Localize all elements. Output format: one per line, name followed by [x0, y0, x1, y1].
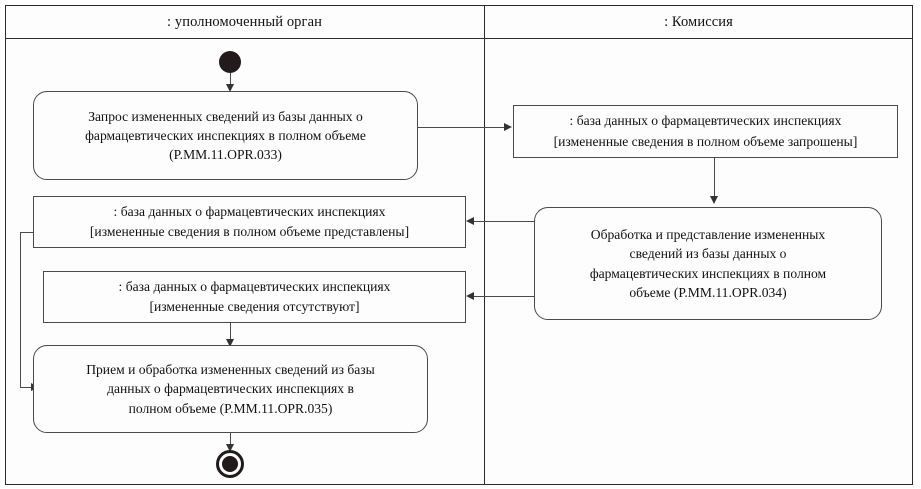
object-requested-state: [измененные сведения в полном объеме зап…	[553, 133, 858, 149]
object-absent-state: [измененные сведения отсутствуют]	[149, 299, 360, 314]
activity-request-line-1: Запрос измененных сведений из базы данны…	[88, 108, 363, 124]
arrowhead-left-icon	[466, 216, 474, 225]
swimlane-title-authority: : уполномоченный орган	[167, 14, 322, 30]
flow-presented-loop-segment-bottom	[20, 387, 33, 388]
flow-process-to-object-absent	[474, 296, 534, 297]
arrowhead-down-icon	[225, 339, 234, 347]
flow-object-requested-to-process	[714, 158, 715, 197]
object-absent-title: : база данных о фармацевтических инспекц…	[118, 278, 391, 294]
activity-process-line-4: объеме (P.MM.11.OPR.034)	[629, 284, 787, 300]
activity-receive-line-3: полном объеме (P.MM.11.OPR.035)	[128, 400, 333, 416]
activity-receive-and-process[interactable]: Прием и обработка измененных сведений из…	[33, 345, 428, 433]
activity-request-line-2: фармацевтических инспекциях в полном объ…	[85, 127, 366, 143]
swimlane-header-separator	[5, 38, 913, 39]
flow-presented-loop-segment-vertical	[20, 232, 21, 387]
object-node-data-presented[interactable]: : база данных о фармацевтических инспекц…	[33, 196, 466, 248]
flow-request-to-object-requested	[418, 127, 506, 128]
object-requested-title: : база данных о фармацевтических инспекц…	[569, 113, 842, 129]
activity-receive-line-1: Прием и обработка измененных сведений из…	[86, 362, 375, 378]
activity-request-changed-data[interactable]: Запрос измененных сведений из базы данны…	[33, 91, 418, 180]
flow-presented-loop-segment-top	[20, 232, 33, 233]
flow-receive-to-final	[230, 433, 231, 447]
arrowhead-down-icon	[709, 196, 718, 204]
object-node-data-requested[interactable]: : база данных о фармацевтических инспекц…	[513, 105, 898, 158]
flow-process-to-object-presented	[474, 221, 534, 222]
activity-request-line-3: (P.MM.11.OPR.033)	[169, 147, 282, 163]
object-node-data-absent[interactable]: : база данных о фармацевтических инспекц…	[43, 271, 466, 323]
object-presented-title: : база данных о фармацевтических инспекц…	[113, 203, 386, 219]
activity-process-line-3: фармацевтических инспекциях в полном	[589, 265, 827, 281]
activity-process-line-1: Обработка и представление измененных	[590, 226, 826, 242]
activity-process-and-present[interactable]: Обработка и представление измененных све…	[534, 207, 882, 320]
final-node-center	[222, 456, 238, 472]
swimlane-divider	[484, 5, 485, 485]
activity-process-line-2: сведений из базы данных о	[629, 246, 787, 262]
arrowhead-down-icon	[225, 444, 234, 452]
final-node	[216, 450, 244, 478]
arrowhead-left-icon	[466, 291, 474, 300]
flow-initial-to-request	[230, 73, 231, 87]
arrowhead-down-icon	[225, 84, 234, 92]
object-presented-state: [измененные сведения в полном объеме пре…	[89, 224, 410, 239]
initial-node	[219, 51, 241, 73]
swimlane-title-commission: : Комиссия	[664, 14, 733, 30]
flow-object-absent-to-receive	[230, 323, 231, 340]
activity-receive-line-2: данных о фармацевтических инспекциях в	[107, 381, 354, 397]
arrowhead-right-icon	[504, 122, 512, 131]
